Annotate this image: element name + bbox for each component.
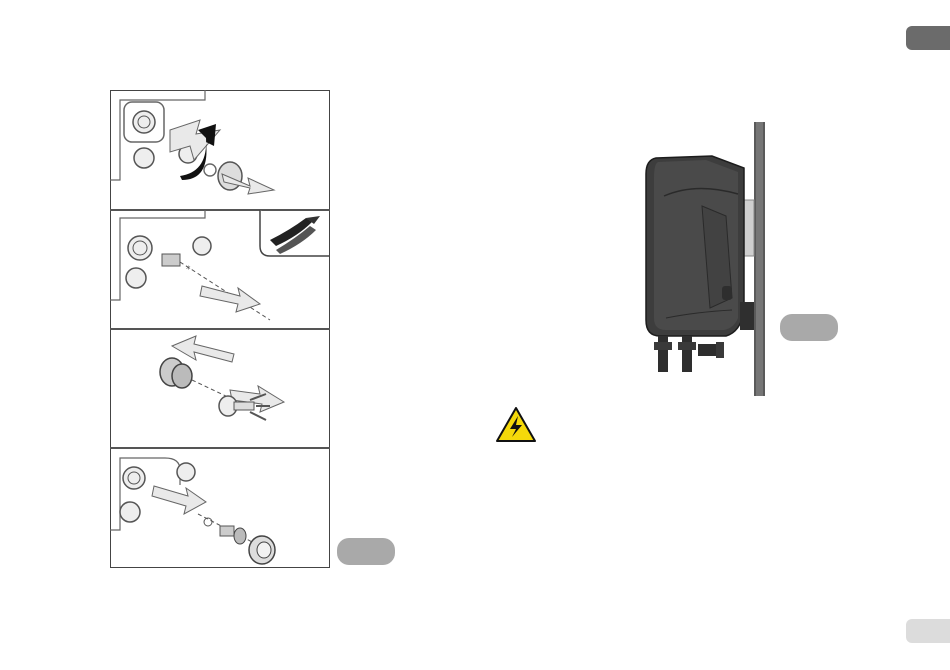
assembly-steps-figure: * <box>110 90 330 568</box>
section-tab <box>906 26 950 50</box>
figure-reference-label <box>337 538 395 565</box>
wall-mounted-unit-figure <box>636 122 772 398</box>
page-number-tab <box>906 619 950 643</box>
electric-hazard-icon <box>495 406 537 444</box>
figure-reference-label <box>780 314 838 341</box>
